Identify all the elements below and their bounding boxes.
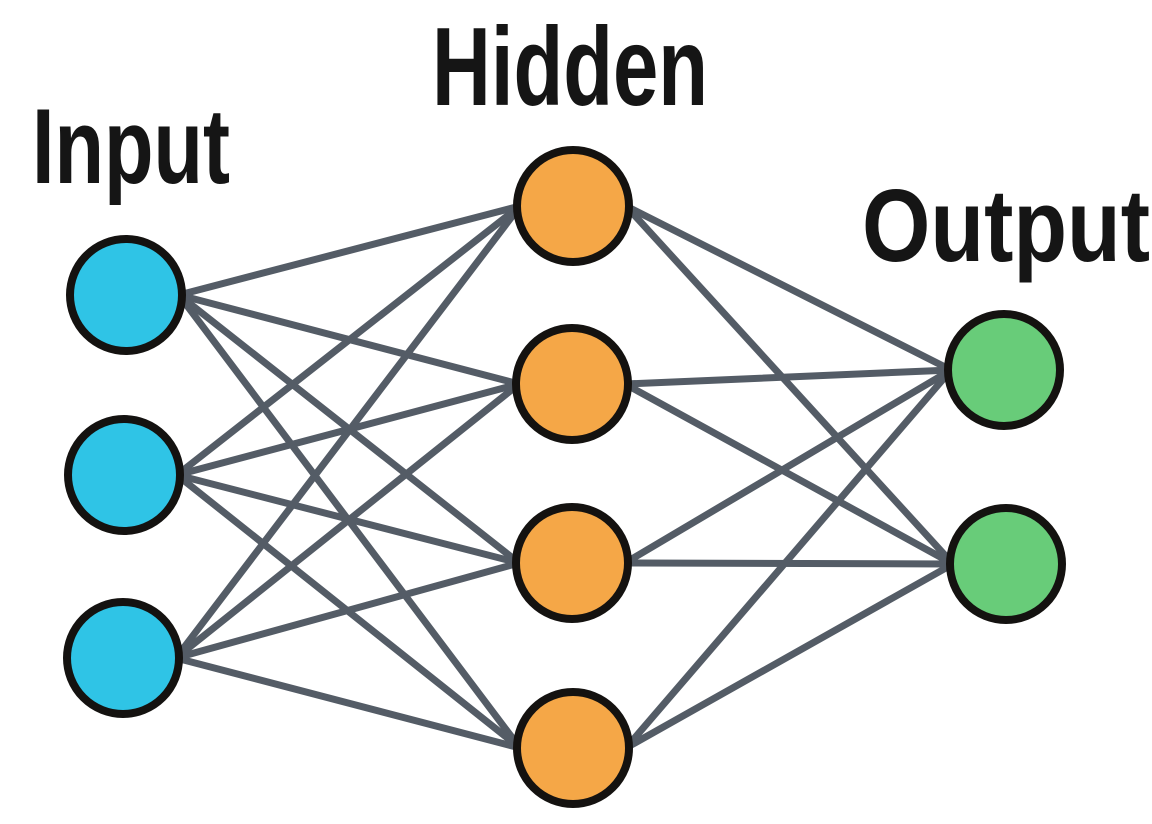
nodes-group — [63, 146, 1066, 808]
output-node — [946, 504, 1066, 624]
input-node — [64, 415, 184, 535]
edge-input-to-hidden — [172, 654, 524, 752]
labels-group: Input Hidden Output — [32, 5, 1150, 283]
edge-hidden-to-output — [622, 202, 955, 374]
edge-input-to-hidden — [172, 380, 523, 662]
edge-hidden-to-output — [621, 380, 957, 568]
hidden-node — [512, 324, 632, 444]
output-layer-label: Output — [862, 168, 1150, 283]
edge-hidden-to-output — [622, 202, 957, 568]
edge-hidden-to-output — [621, 366, 955, 567]
hidden-layer-label: Hidden — [432, 5, 708, 129]
hidden-node — [512, 503, 632, 623]
hidden-node — [513, 688, 633, 808]
input-layer-label: Input — [32, 86, 230, 206]
input-node — [66, 235, 186, 355]
output-node — [944, 310, 1064, 430]
hidden-node — [513, 146, 633, 266]
edge-hidden-to-output — [622, 366, 955, 752]
input-node — [63, 598, 183, 718]
edge-input-to-hidden — [172, 559, 523, 662]
edge-hidden-to-output — [621, 366, 955, 388]
edge-input-to-hidden — [175, 202, 524, 299]
edge-hidden-to-output — [622, 560, 957, 752]
edges-group — [172, 202, 957, 752]
edge-input-to-hidden — [173, 202, 524, 479]
edge-input-to-hidden — [172, 202, 524, 662]
